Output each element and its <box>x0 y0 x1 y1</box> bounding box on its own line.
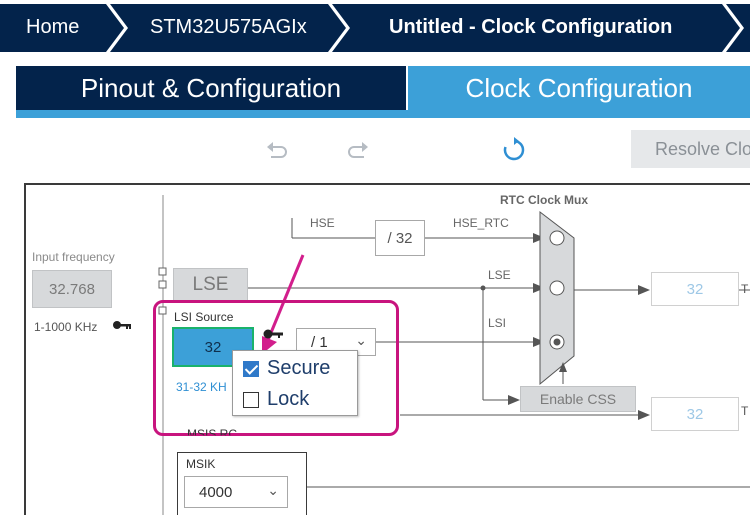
input-frequency-field[interactable]: 32.768 <box>32 270 112 308</box>
redo-icon[interactable] <box>346 140 370 160</box>
lse-oscillator[interactable]: LSE <box>173 268 248 302</box>
breadcrumb-project[interactable]: Untitled - Clock Configuration <box>389 16 673 38</box>
msis-rc-label: MSIS RC <box>187 427 238 441</box>
lcd-output-suffix: T <box>741 404 749 418</box>
secure-option-label: Secure <box>267 357 331 379</box>
chevron-down-icon: ⌄ <box>267 481 279 498</box>
input-range-label: 1-1000 KHz <box>34 320 98 334</box>
breadcrumb-home[interactable]: Home <box>26 16 80 38</box>
msik-label: MSIK <box>186 457 216 471</box>
breadcrumb-background <box>0 4 750 52</box>
secure-checkbox[interactable] <box>243 360 259 377</box>
lsi-divider-value: / 1 <box>311 333 328 351</box>
lse-line-label: LSE <box>488 268 511 282</box>
rtc-clock-output[interactable]: 32 <box>651 272 739 306</box>
undo-icon[interactable] <box>265 140 289 160</box>
input-frequency-label: Input frequency <box>32 250 115 264</box>
lsi-key-icon <box>263 329 283 339</box>
breadcrumb-device[interactable]: STM32U575AGIx <box>150 16 307 38</box>
key-icon <box>113 321 131 329</box>
resolve-clock-issues-button[interactable]: Resolve Clo <box>631 130 750 168</box>
annotation-highlight <box>153 300 399 436</box>
lock-checkbox[interactable] <box>243 391 259 408</box>
lcd-clock-output[interactable]: 32 <box>651 397 739 431</box>
hse-rtc-label: HSE_RTC <box>453 216 509 230</box>
tab-clock-configuration[interactable]: Clock Configuration <box>408 66 750 110</box>
msik-frequency-value: 4000 <box>199 483 233 501</box>
lock-option[interactable]: Lock <box>243 388 309 411</box>
lock-option-label: Lock <box>267 388 310 410</box>
secure-option[interactable]: Secure <box>243 357 330 380</box>
hse-label: HSE <box>310 216 335 230</box>
rtc-output-suffix: T <box>741 282 749 296</box>
secure-lock-popup: Secure Lock <box>232 350 358 416</box>
enable-css-button[interactable]: Enable CSS <box>520 386 636 412</box>
hse-rtc-divider[interactable]: / 32 <box>375 220 425 256</box>
msik-frequency-select[interactable]: 4000 ⌄ <box>184 476 288 508</box>
lsi-line-label: LSI <box>488 316 507 330</box>
lsi-source-label: LSI Source <box>174 310 234 324</box>
lsi-range-label: 31-32 KH <box>176 380 227 394</box>
rtc-clock-mux-label: RTC Clock Mux <box>500 193 589 207</box>
tab-pinout-configuration[interactable]: Pinout & Configuration <box>16 66 406 110</box>
chevron-down-icon: ⌄ <box>355 331 367 348</box>
breadcrumb: Home STM32U575AGIx Untitled - Clock Conf… <box>0 0 750 56</box>
tab-underline <box>16 110 750 118</box>
refresh-icon[interactable] <box>502 137 526 163</box>
